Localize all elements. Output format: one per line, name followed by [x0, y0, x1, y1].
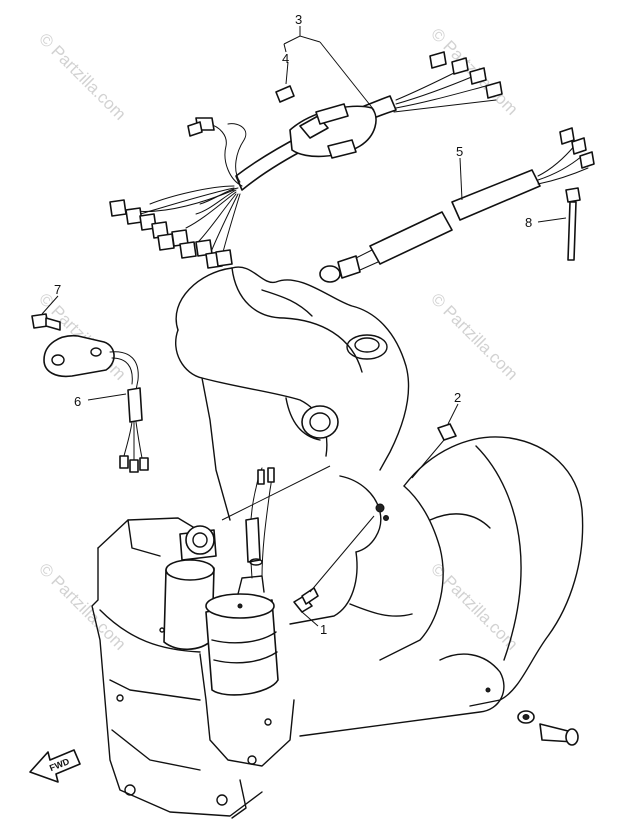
cable-sleeve [319, 127, 595, 283]
leader-7 [41, 295, 59, 315]
watermark-top-left: © Partzilla.com [35, 29, 129, 123]
leader-2 [447, 403, 459, 425]
leaders-misc [221, 465, 331, 521]
nut-part-2 [411, 403, 459, 479]
callout-8: 8 [525, 215, 532, 230]
watermark-bottom-right: © Partzilla.com [427, 559, 521, 653]
leader-1 [301, 611, 319, 627]
fwd-direction-arrow: FWD [29, 749, 81, 783]
leader-1-to-bracket [309, 515, 375, 593]
callout-2: 2 [454, 390, 461, 405]
bracket-housing [175, 266, 584, 746]
leader-4 [285, 61, 289, 85]
motor-lead-wires [245, 467, 275, 579]
leader-8 [537, 217, 567, 223]
callout-6: 6 [74, 394, 81, 409]
callout-4: 4 [282, 51, 289, 66]
leader-5 [459, 157, 463, 201]
trim-sender [43, 335, 149, 473]
watermark-bottom-left: © Partzilla.com [35, 559, 129, 653]
callout-3: 3 [295, 12, 302, 27]
leader-6 [87, 393, 127, 401]
callout-1: 1 [320, 622, 327, 637]
cable-tie [537, 187, 581, 261]
wiring-harness [109, 51, 503, 269]
power-trim-unit [91, 517, 295, 819]
leaders-part-3 [283, 26, 375, 111]
callout-7: 7 [54, 282, 61, 297]
watermarks: © Partzilla.com © Partzilla.com © Partzi… [35, 24, 521, 653]
callout-5: 5 [456, 144, 463, 159]
watermark-middle-right: © Partzilla.com [427, 289, 521, 383]
screw-part-1 [293, 515, 375, 627]
connector-part [275, 61, 295, 103]
leader-2-to-bracket [411, 439, 445, 479]
callouts: 3 4 5 8 7 6 2 1 [54, 12, 532, 637]
screw-part-7 [31, 295, 61, 331]
